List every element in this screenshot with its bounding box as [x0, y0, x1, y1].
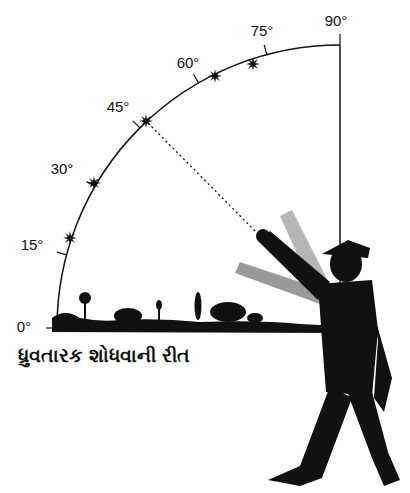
degree-label: 60° [177, 55, 200, 70]
sky-arc [57, 45, 340, 328]
degree-label: 15° [21, 237, 44, 252]
man-silhouette [235, 210, 400, 486]
degree-label: 90° [325, 13, 348, 28]
caption: ધ્રુવતારક શોધવાની રીત [18, 344, 190, 367]
ground-silhouette [52, 292, 340, 333]
degree-label: 75° [251, 23, 274, 38]
stars [63, 57, 260, 245]
sight-line [148, 123, 262, 238]
degree-label: 45° [107, 99, 130, 114]
degree-label: 0° [17, 319, 31, 334]
degree-ticks [46, 34, 340, 328]
degree-label: 30° [51, 161, 74, 176]
